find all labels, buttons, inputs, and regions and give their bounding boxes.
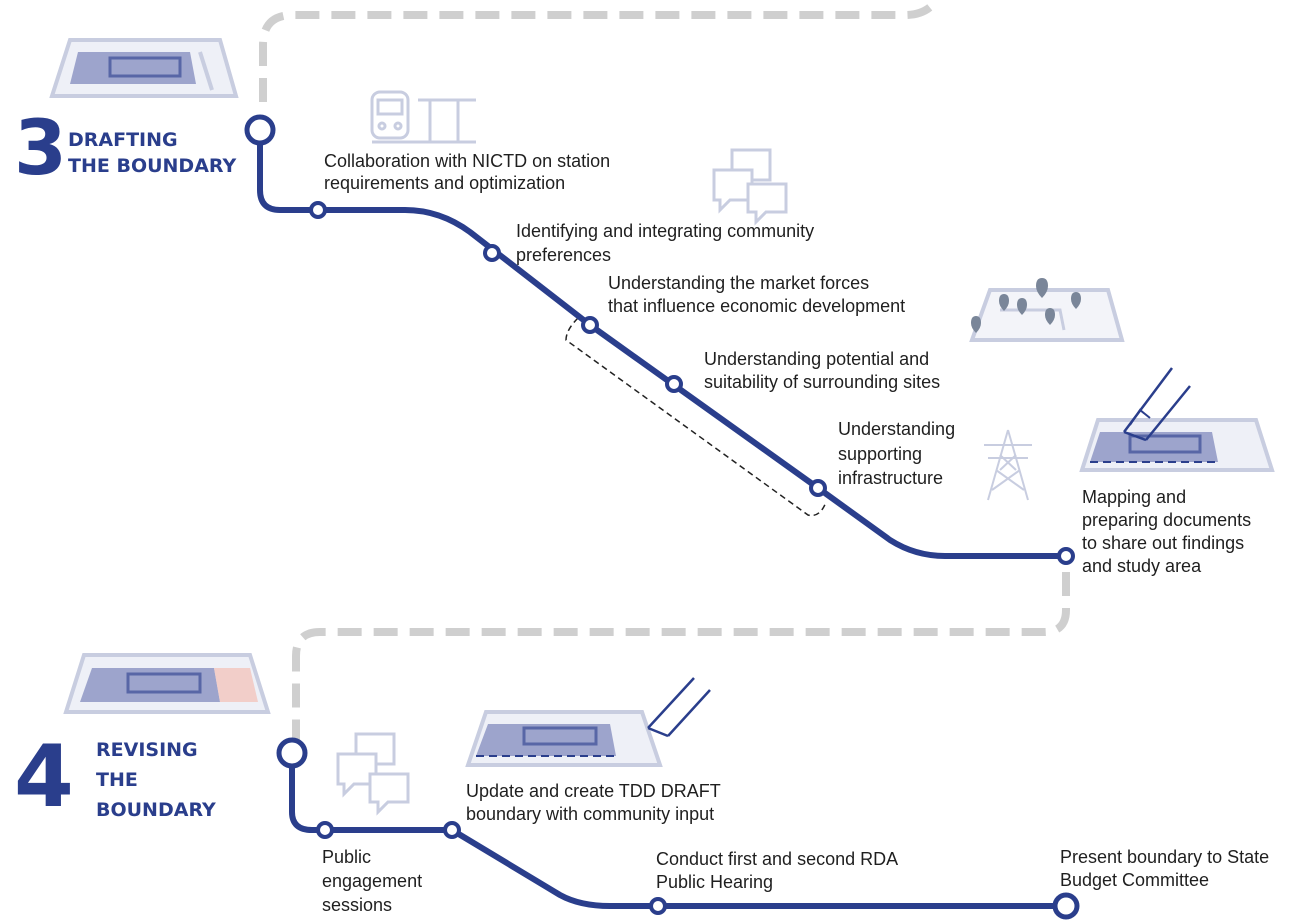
label-infra-line3: infrastructure	[838, 468, 944, 488]
node-step3-start	[244, 114, 276, 146]
node-mapping	[1057, 547, 1075, 565]
label-hearing-line2: Public Hearing	[656, 872, 774, 892]
step4-title-line2: THE	[96, 769, 138, 791]
label-update-line2: boundary with community input	[466, 804, 715, 824]
label-present-line1: Present boundary to State	[1060, 847, 1270, 867]
label-public-line3: sessions	[322, 895, 393, 915]
label-present-line2: Budget Committee	[1060, 870, 1210, 890]
node-present	[1052, 892, 1080, 920]
node-update	[443, 821, 461, 839]
label-market-line2: that influence economic development	[608, 296, 906, 316]
pencil-drawing-icon	[1079, 367, 1275, 472]
dashed-connector-top	[259, 0, 939, 102]
label-nictd-line2: requirements and optimization	[324, 173, 566, 193]
label-mapping-line4: and study area	[1082, 556, 1202, 576]
step3-number: 3	[14, 103, 67, 192]
map-pins-icon	[969, 278, 1125, 342]
label-hearing-line1: Conduct first and second RDA	[656, 849, 899, 869]
step4-number: 4	[14, 727, 74, 827]
label-public-line1: Public	[322, 847, 372, 867]
label-mapping-line3: to share out findings	[1082, 533, 1245, 553]
label-infra-line2: supporting	[838, 444, 923, 464]
label-market-line1: Understanding the market forces	[608, 273, 870, 293]
train-icon	[370, 90, 476, 144]
step4-title-line1: REVISING	[96, 739, 198, 761]
label-potential-line1: Understanding potential and	[704, 349, 930, 369]
node-infrastructure	[809, 479, 827, 497]
step3-title-line2: THE BOUNDARY	[68, 155, 237, 177]
label-potential-line2: suitability of surrounding sites	[704, 372, 941, 392]
label-mapping-line1: Mapping and	[1082, 487, 1187, 507]
power-tower-icon	[984, 429, 1032, 501]
chat-bubbles-icon	[712, 148, 788, 226]
bracket-dashed	[565, 317, 827, 517]
label-public-line2: engagement	[322, 871, 423, 891]
node-market	[581, 316, 599, 334]
route-line-step3	[257, 130, 1066, 559]
node-hearing	[649, 897, 667, 915]
node-community	[483, 244, 501, 262]
label-infra-line1: Understanding	[838, 419, 956, 439]
step3-title-line1: DRAFTING	[68, 129, 178, 151]
label-community-line1: Identifying and integrating community	[516, 221, 815, 241]
node-nictd	[309, 201, 327, 219]
pencil-drawing-icon	[465, 677, 711, 767]
label-community-line2: preferences	[516, 245, 612, 265]
node-potential	[665, 375, 683, 393]
dashed-connector-middle	[292, 572, 1070, 740]
chat-bubbles-icon	[336, 732, 410, 816]
site-plan-highlight-icon	[63, 653, 271, 714]
label-mapping-line2: preparing documents	[1082, 510, 1252, 530]
node-public	[316, 821, 334, 839]
label-update-line1: Update and create TDD DRAFT	[466, 781, 721, 801]
step4-title-line3: BOUNDARY	[96, 799, 216, 821]
node-step4-start	[276, 737, 308, 769]
label-nictd-line1: Collaboration with NICTD on station	[324, 151, 611, 171]
site-plan-icon	[49, 38, 239, 98]
